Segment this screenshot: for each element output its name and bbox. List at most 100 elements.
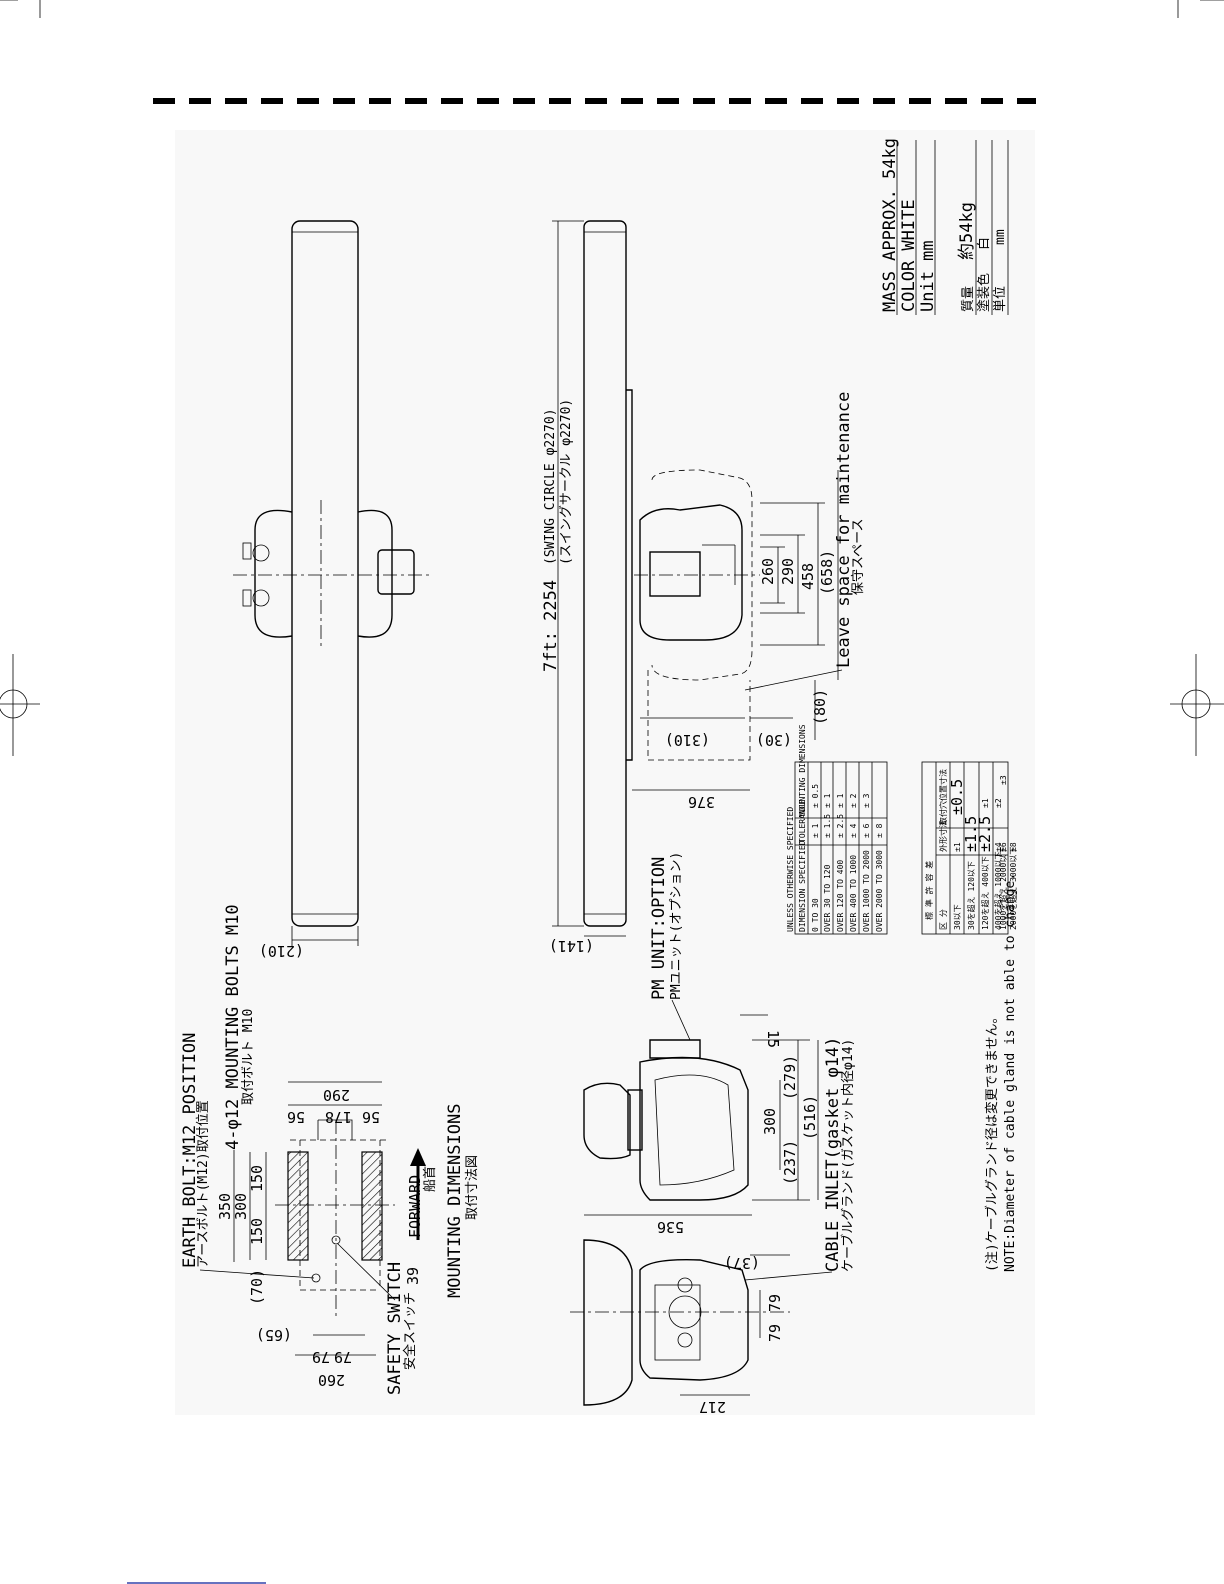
tol-jp-row-0-b: ±1 [953,842,962,852]
dim-658: (658) [818,550,836,595]
tol-jp-row-3-c: ±2 [994,798,1003,808]
mounting-dimensions: EARTH BOLT:M12 POSITION アースボルト(M12)取付位置 … [180,904,480,1395]
note-en: NOTE:Diameter of cable gland is not able… [1003,873,1018,1272]
tol-row-0-b: ± 1 [811,823,820,838]
tol-jp-header-1: 外形寸法 [938,820,948,852]
antenna-top-view: (210) [233,220,432,960]
tol-row-0-c: ± 0.5 [811,784,820,808]
dim-536: 536 [657,1218,684,1236]
pedestal-rear-view: (37) 79 79 217 [570,1239,790,1416]
tol-row-2-b: ± 2.5 [836,814,845,838]
tol-header-2: MOUNTING DIMENSIONS [798,724,807,816]
mount-dim-39: 39 [404,1267,422,1285]
tol-jp-row-5-a: 2000を超え 3000以下 [1008,847,1018,930]
mount-dim-178: 178 [325,1108,352,1126]
tol-jp-row-3-a: 400を超え 1000以下 [993,851,1003,930]
tol-row-2-c: ± 1 [836,793,845,808]
dim-290: 290 [779,558,797,585]
maintenance-label-jp: 保守スペース [851,519,866,595]
color-jp-value: 白 [976,237,992,250]
mount-dim-56a: 56 [287,1108,305,1126]
mount-dim-290: 290 [323,1086,350,1104]
dim-37: (37) [724,1254,760,1272]
pm-unit-label-jp: PMユニット(オプション) [669,852,684,1000]
tol-jp-row-0-c: ±0.5 [948,779,966,815]
forward-label-jp: 船首 [423,1166,438,1192]
antenna-side-view: 7ft: 2254 (SWING CIRCLE φ2270) (スイングサークル… [541,220,866,955]
pedestal-side-view: 15 300 (279) (237) (516) 536 CABLE INLET… [583,873,1018,1281]
tol-jp-row-4-b: ±6 [999,842,1008,852]
mount-dim-150b: 150 [248,1218,266,1245]
unit-jp-label: 単位 [992,286,1008,312]
mass-text: MASS APPROX. 54kg [880,138,900,312]
tol-row-4-b: ± 6 [862,823,871,838]
pm-unit-label: PM UNIT:OPTION [649,857,669,1000]
dim-376: 376 [688,793,715,811]
unit-text: Unit mm [918,240,938,312]
safety-switch-label-jp: 安全スイッチ [402,1292,418,1370]
mass-jp-label: 質量 [961,286,976,312]
mount-dim-260: 260 [318,1371,345,1389]
tol-row-4-a: OVER 1000 TO 2000 [862,850,871,932]
tol-jp-row-2-b: ±2.5 [976,816,994,852]
tol-jp-title: 標 準 許 容 差 [924,861,934,920]
swing-circle-jp: (スイングサークル φ2270) [559,399,574,565]
tol-header-0: DIMENSION SPECIFIED [798,840,807,932]
safety-switch-label: SAFETY SWITCH [385,1262,405,1395]
drawing-panel [175,130,1035,1415]
unit-jp-value: mm [993,229,1008,245]
tol-row-5-a: OVER 2000 TO 3000 [875,850,884,932]
mounting-title: MOUNTING DIMENSIONS [445,1104,465,1298]
tol-row-1-c: ± 1 [823,793,832,808]
rear-dim-79b: 79 [766,1324,784,1342]
tolerance-table-jp: 標 準 許 容 差 区 分 外形寸法 取付穴位置寸法 30以下 ±1 ±0.5 … [921,761,1018,935]
mounting-title-jp: 取付寸法図 [465,1155,480,1220]
tol-row-3-a: OVER 400 TO 1000 [849,855,858,932]
tol-row-5-b: ± 8 [875,823,884,838]
forward-label: FORWARD [406,1175,424,1238]
earth-bolt-label-jp: アースボルト(M12)取付位置 [196,1100,211,1268]
earth-bolt-label: EARTH BOLT:M12 POSITION [180,1033,200,1268]
mounting-bolts-label-jp: 取付ボルト M10 [241,1009,256,1105]
maintenance-label: Leave space for maintenance [834,392,854,668]
dim-516: (516) [801,1095,819,1140]
tol-jp-row-0-a: 30以下 [953,904,962,930]
tol-row-1-b: ± 1.5 [823,814,832,838]
tol-row-4-c: ± 3 [862,793,871,808]
mass-jp-value: 約54kg [957,202,977,260]
tol-row-3-b: ± 4 [849,823,858,838]
mounting-bolts-label: 4-φ12 MOUNTING BOLTS M10 [223,904,243,1150]
mount-dim-79a: 79 [312,1348,330,1366]
dim-210: (210) [259,942,304,960]
tol-jp-row-5-b: ±8 [1009,842,1018,852]
dim-300: 300 [761,1108,779,1135]
mass-block: MASS APPROX. 54kg COLOR WHITE Unit mm 質量… [880,138,1009,315]
color-jp-label: 塗装色 [976,273,992,312]
dim-260: 260 [759,558,777,585]
dim-2254: 7ft: 2254 [541,580,561,672]
tol-jp-row-2-c: ±1 [981,798,990,808]
dim-141: (141) [549,937,594,955]
tol-jp-row-4-c: ±3 [999,775,1008,785]
tol-row-3-c: ± 2 [849,793,858,808]
tol-jp-header-2: 取付穴位置寸法 [938,769,948,825]
tol-jp-header-0: 区 分 [939,909,948,930]
dim-15: 15 [764,1030,782,1048]
tol-header-1: TOLERANCE [798,799,807,843]
dim-279: (279) [781,1055,799,1100]
color-text: COLOR WHITE [899,199,919,312]
dim-217: 217 [699,1398,726,1416]
dim-458: 458 [799,563,817,590]
tol-jp-row-4-a: 1000を超え 2000以下 [998,847,1008,930]
tol-row-1-a: OVER 30 TO 120 [823,864,832,932]
mount-dim-79b: 79 [334,1348,352,1366]
tol-row-0-a: 0 TO 30 [811,898,820,932]
mount-dim-56b: 56 [362,1108,380,1126]
mount-dim-150a: 150 [248,1165,266,1192]
note-jp: (注)ケーブルグランド径は変更できません。 [984,1011,1000,1272]
tol-jp-row-1-b: ±1.5 [962,816,980,852]
cable-inlet-label-jp: ケーブルグランド(ガスケット内径φ14) [840,1039,856,1272]
dim-237: (237) [781,1140,799,1185]
